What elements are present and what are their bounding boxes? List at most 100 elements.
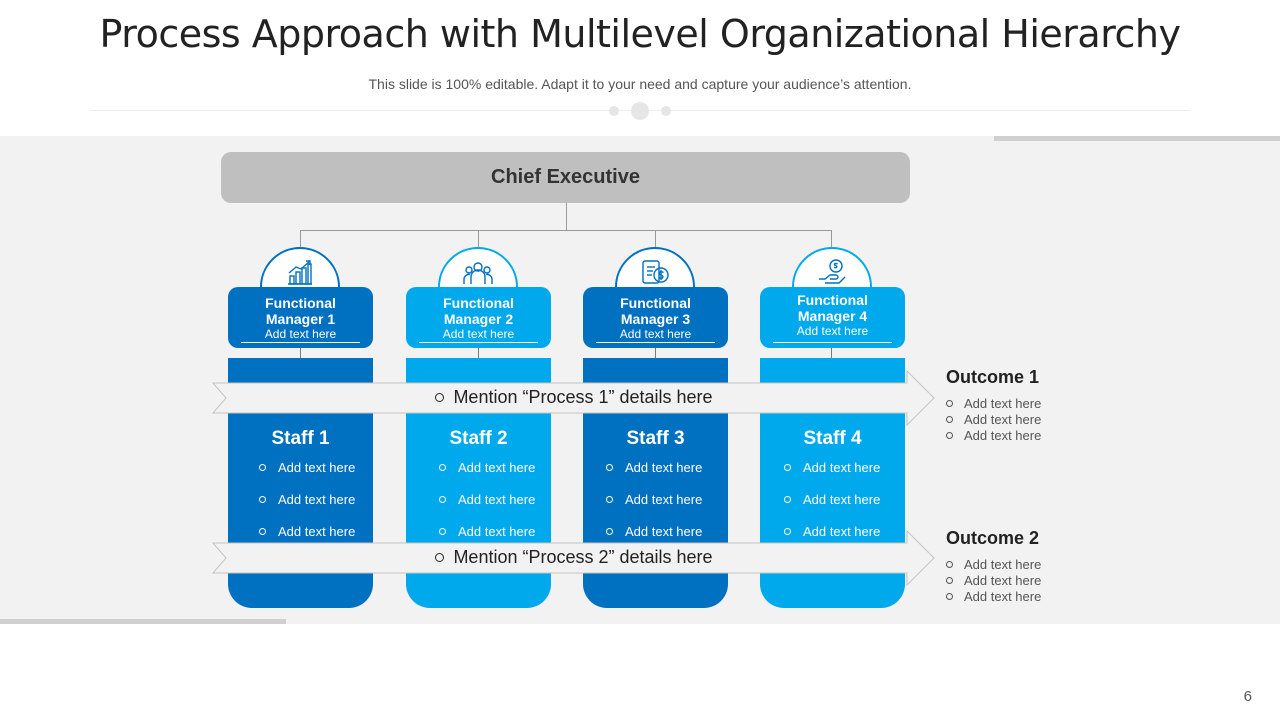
- staff-4-item-3: Add text here: [784, 524, 880, 539]
- process-1-text: Mention “Process 1” details here: [453, 387, 713, 407]
- bullet-icon: [946, 416, 953, 424]
- manager-1-line1: Functional: [265, 295, 336, 311]
- connector-drop-1: [300, 230, 301, 250]
- bullet-icon: [606, 464, 613, 472]
- bullet-icon: [946, 577, 953, 585]
- manager-4-line1: Functional: [797, 292, 868, 308]
- connector-horizontal: [300, 230, 832, 231]
- connector-stub-4: [831, 348, 832, 358]
- outcome-item-text: Add text here: [964, 589, 1042, 604]
- staff-item-text: Add text here: [278, 524, 356, 539]
- accent-bar-top: [994, 136, 1280, 141]
- process-1-arrow: [212, 370, 935, 426]
- staff-item-text: Add text here: [278, 460, 356, 475]
- bullet-icon: [439, 496, 446, 504]
- manager-2-underline: [419, 342, 538, 343]
- manager-3-line1: Functional: [620, 295, 691, 311]
- outcome-2-item-3: Add text here: [946, 589, 1041, 604]
- staff-2-title: Staff 2: [449, 428, 508, 449]
- staff-item-text: Add text here: [803, 460, 881, 475]
- manager-3-subtext: Add text here: [619, 327, 692, 341]
- outcome-item-text: Add text here: [964, 573, 1042, 588]
- manager-box-1: Functional Manager 1 Add text here: [228, 287, 373, 348]
- outcome-1-title: Outcome 1: [946, 367, 1040, 387]
- manager-box-3: Functional Manager 3 Add text here: [583, 287, 728, 348]
- decor-dot-right: [661, 106, 671, 116]
- outcome-item-text: Add text here: [964, 412, 1042, 427]
- bullet-icon: [259, 528, 266, 536]
- chief-executive-box: Chief Executive: [221, 152, 910, 203]
- bullet-icon: [946, 432, 953, 440]
- process-2-text: Mention “Process 2” details here: [453, 547, 713, 567]
- manager-box-4: Functional Manager 4 Add text here: [760, 287, 905, 348]
- bullet-icon: [435, 552, 445, 562]
- staff-1-item-2: Add text here: [259, 492, 355, 507]
- bullet-icon: [946, 400, 953, 408]
- manager-4-underline: [773, 342, 892, 343]
- staff-1-title: Staff 1: [271, 428, 330, 449]
- decor-dot-left: [609, 106, 619, 116]
- staff-4-item-2: Add text here: [784, 492, 880, 507]
- slide-title: Process Approach with Multilevel Organiz…: [99, 12, 1181, 56]
- staff-item-text: Add text here: [278, 492, 356, 507]
- connector-drop-4: [831, 230, 832, 250]
- staff-item-text: Add text here: [458, 492, 536, 507]
- manager-3-line2: Manager 3: [620, 311, 691, 327]
- manager-1-subtext: Add text here: [264, 327, 337, 341]
- staff-item-text: Add text here: [803, 492, 881, 507]
- outcome-1-item-1: Add text here: [946, 396, 1041, 411]
- bullet-icon: [946, 593, 953, 601]
- bullet-icon: [435, 392, 445, 402]
- staff-4-title: Staff 4: [803, 428, 862, 449]
- outcome-item-text: Add text here: [964, 396, 1042, 411]
- process-2-label: Mention “Process 2” details here: [212, 547, 936, 568]
- staff-item-text: Add text here: [625, 492, 703, 507]
- staff-1-item-3: Add text here: [259, 524, 355, 539]
- staff-3-item-3: Add text here: [606, 524, 702, 539]
- outcome-1-item-3: Add text here: [946, 428, 1041, 443]
- outcome-1-item-2: Add text here: [946, 412, 1041, 427]
- manager-3-underline: [596, 342, 715, 343]
- bullet-icon: [784, 528, 791, 536]
- staff-2-item-3: Add text here: [439, 524, 535, 539]
- staff-item-text: Add text here: [803, 524, 881, 539]
- staff-item-text: Add text here: [625, 524, 703, 539]
- staff-3-item-2: Add text here: [606, 492, 702, 507]
- bullet-icon: [784, 496, 791, 504]
- staff-2-item-2: Add text here: [439, 492, 535, 507]
- staff-3-item-1: Add text here: [606, 460, 702, 475]
- bullet-icon: [784, 464, 791, 472]
- page-number: 6: [1243, 688, 1252, 705]
- manager-1-underline: [241, 342, 360, 343]
- bullet-icon: [606, 528, 613, 536]
- bullet-icon: [606, 496, 613, 504]
- process-2-arrow: [212, 530, 935, 586]
- connector-stub-1: [300, 348, 301, 358]
- outcome-2-item-2: Add text here: [946, 573, 1041, 588]
- manager-4-line2: Manager 4: [797, 308, 868, 324]
- bullet-icon: [439, 464, 446, 472]
- connector-stub-3: [655, 348, 656, 358]
- bullet-icon: [259, 496, 266, 504]
- manager-box-2: Functional Manager 2 Add text here: [406, 287, 551, 348]
- decor-dot-center: [631, 102, 649, 120]
- staff-4-item-1: Add text here: [784, 460, 880, 475]
- connector-drop-2: [478, 230, 479, 250]
- staff-3-title: Staff 3: [626, 428, 685, 449]
- connector-stub-2: [478, 348, 479, 358]
- manager-2-line1: Functional: [443, 295, 514, 311]
- outcome-2-title: Outcome 2: [946, 528, 1040, 548]
- staff-1-item-1: Add text here: [259, 460, 355, 475]
- slide-subtitle: This slide is 100% editable. Adapt it to…: [368, 76, 912, 92]
- manager-2-line2: Manager 2: [443, 311, 514, 327]
- bullet-icon: [946, 561, 953, 569]
- outcome-2-item-1: Add text here: [946, 557, 1041, 572]
- staff-item-text: Add text here: [458, 524, 536, 539]
- manager-1-line2: Manager 1: [265, 311, 336, 327]
- bullet-icon: [439, 528, 446, 536]
- staff-item-text: Add text here: [458, 460, 536, 475]
- staff-2-item-1: Add text here: [439, 460, 535, 475]
- connector-drop-3: [655, 230, 656, 250]
- process-1-label: Mention “Process 1” details here: [212, 387, 936, 408]
- outcome-item-text: Add text here: [964, 557, 1042, 572]
